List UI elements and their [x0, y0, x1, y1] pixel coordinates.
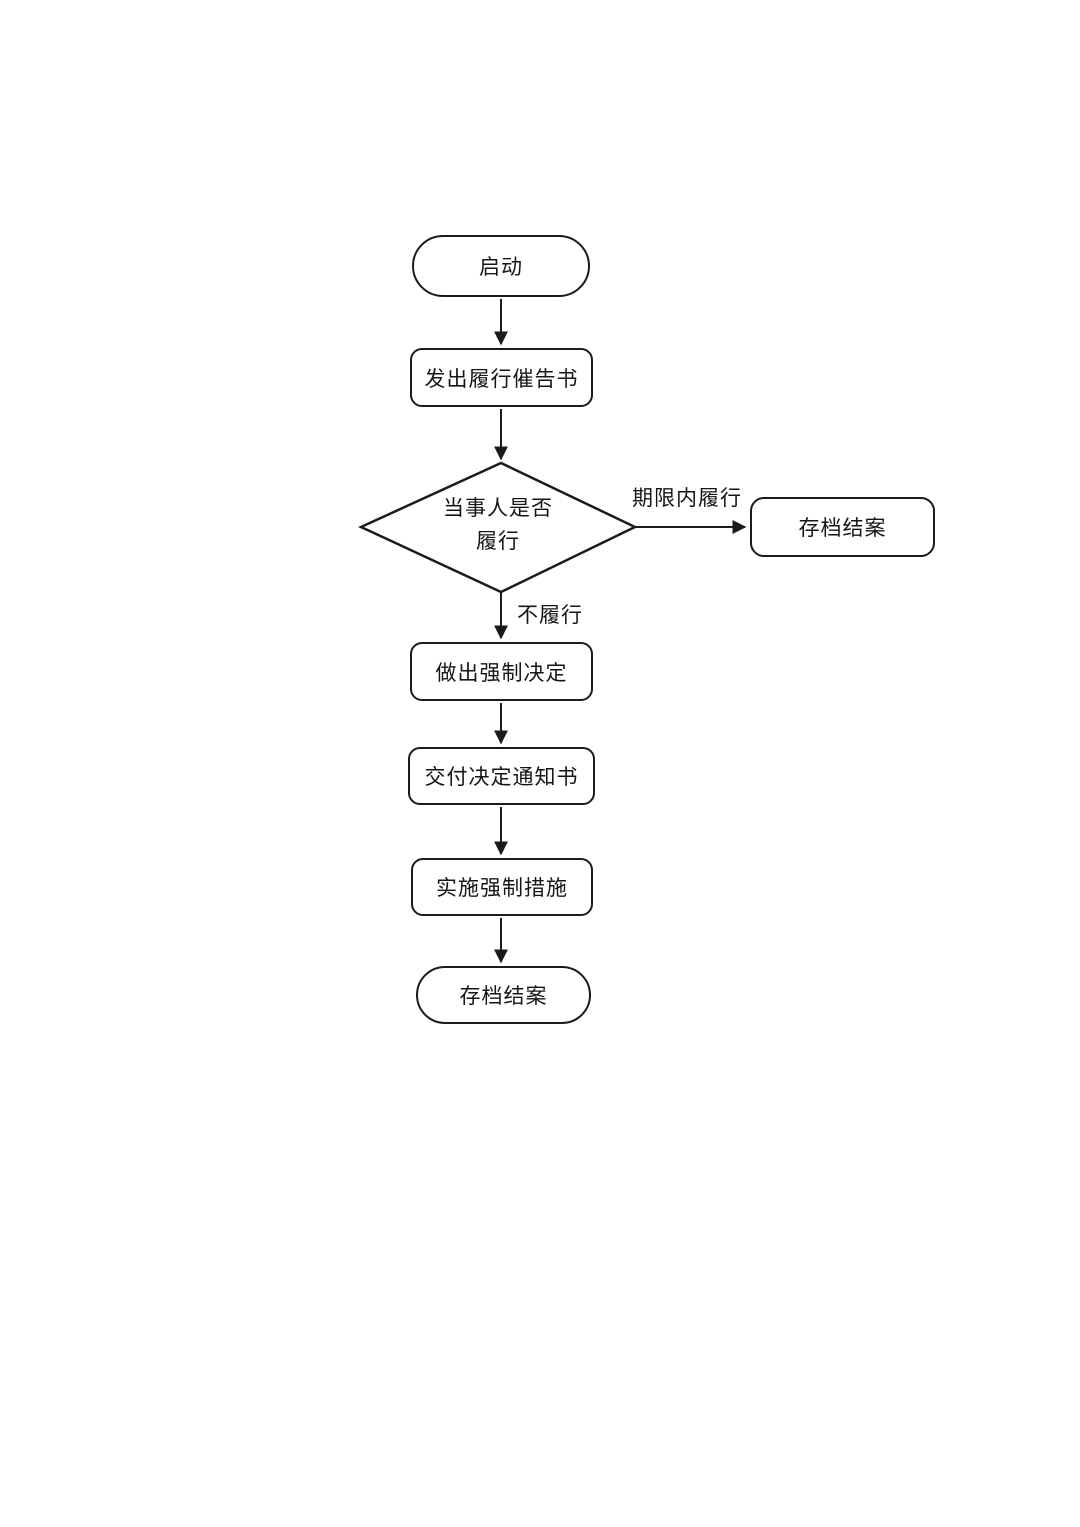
flow-node-archive-right: 存档结案 — [750, 497, 935, 557]
flow-node-issue-notice: 发出履行催告书 — [410, 348, 593, 407]
flow-node-implement: 实施强制措施 — [411, 858, 593, 916]
decision-label-line2: 履行 — [476, 529, 520, 553]
flow-node-issue-notice-label: 发出履行催告书 — [424, 366, 579, 391]
flow-node-make-decision-label: 做出强制决定 — [435, 660, 568, 685]
flow-node-end: 存档结案 — [416, 966, 591, 1024]
flow-node-implement-label: 实施强制措施 — [436, 876, 568, 900]
flow-node-start-label: 启动 — [479, 255, 523, 279]
decision-label-line1: 当事人是否 — [443, 496, 553, 520]
flow-node-decision-label: 当事人是否 履行 — [361, 492, 635, 558]
edge-label-within-deadline: 期限内履行 — [632, 486, 742, 510]
flow-node-deliver-notice-label: 交付决定通知书 — [424, 765, 579, 789]
flow-node-end-label: 存档结案 — [459, 984, 548, 1008]
flow-node-make-decision: 做出强制决定 — [410, 642, 593, 701]
flow-node-start: 启动 — [412, 235, 590, 297]
edge-label-not-perform: 不履行 — [517, 603, 583, 627]
flow-node-archive-right-label: 存档结案 — [798, 516, 887, 540]
flow-node-deliver-notice: 交付决定通知书 — [408, 747, 595, 805]
